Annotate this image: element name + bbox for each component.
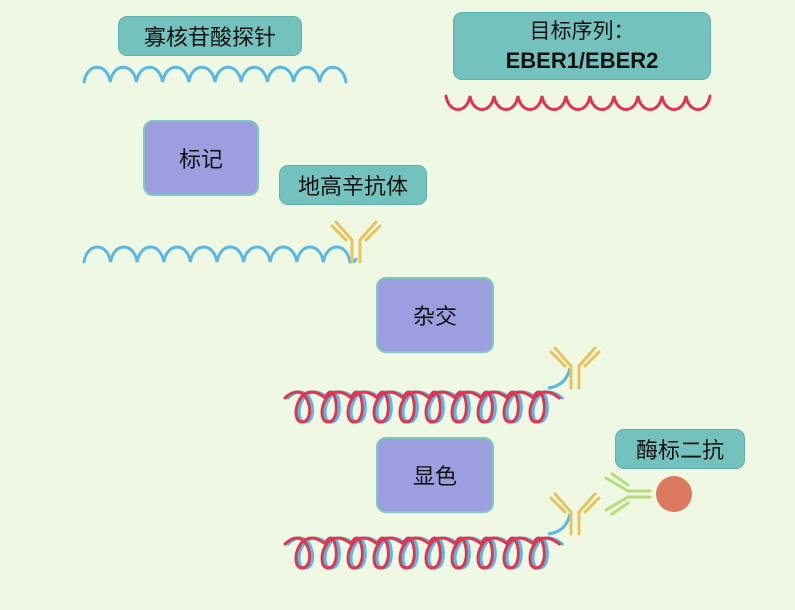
hybrid-target-strand bbox=[283, 390, 561, 424]
enzyme-marker bbox=[656, 476, 692, 512]
color-antibody-stroke-4 bbox=[549, 496, 567, 514]
hybrid-antibody-stroke-2 bbox=[553, 346, 573, 368]
labeled-probe-strand bbox=[82, 245, 352, 264]
enzyme-secondary-antibody-stroke-3 bbox=[604, 495, 630, 512]
color-antibody-stroke-3 bbox=[577, 492, 597, 514]
digoxin-antibody-stroke-3 bbox=[358, 220, 378, 242]
target-sequence-title: 目标序列： bbox=[529, 19, 635, 43]
label-step-box: 标记 bbox=[143, 120, 259, 196]
enzyme-secondary-antibody-label: 酶标二抗 bbox=[615, 429, 745, 469]
hybridize-step-box: 杂交 bbox=[376, 277, 494, 353]
target-sequence-label: 目标序列： EBER1/EBER2 bbox=[453, 12, 711, 80]
color-step-box: 显色 bbox=[376, 437, 494, 513]
hybrid-probe-link bbox=[547, 367, 572, 390]
probe-label: 寡核苷酸探针 bbox=[118, 16, 302, 56]
enzyme-secondary-antibody-stroke-4 bbox=[610, 472, 630, 487]
color-target-strand bbox=[283, 536, 561, 570]
enzyme-secondary-antibody-stroke-2 bbox=[604, 476, 630, 493]
target-sequence-name: EBER1/EBER2 bbox=[505, 48, 659, 73]
hybrid-antibody-stroke-5 bbox=[583, 350, 601, 368]
digoxin-antibody-stroke-4 bbox=[330, 224, 348, 242]
enzyme-secondary-antibody-stroke-5 bbox=[610, 501, 630, 516]
hybrid-antibody-stroke-3 bbox=[577, 346, 597, 368]
target-strand bbox=[444, 94, 712, 111]
color-antibody-stroke-2 bbox=[553, 492, 573, 514]
digoxin-antibody-stroke-2 bbox=[334, 220, 354, 242]
digoxin-antibody-label: 地高辛抗体 bbox=[279, 165, 427, 205]
hybrid-antibody-stroke-4 bbox=[549, 350, 567, 368]
color-probe-link bbox=[547, 513, 572, 536]
probe-strand bbox=[82, 65, 348, 84]
digoxin-antibody-stroke-5 bbox=[364, 224, 382, 242]
color-antibody-stroke-5 bbox=[583, 496, 601, 514]
